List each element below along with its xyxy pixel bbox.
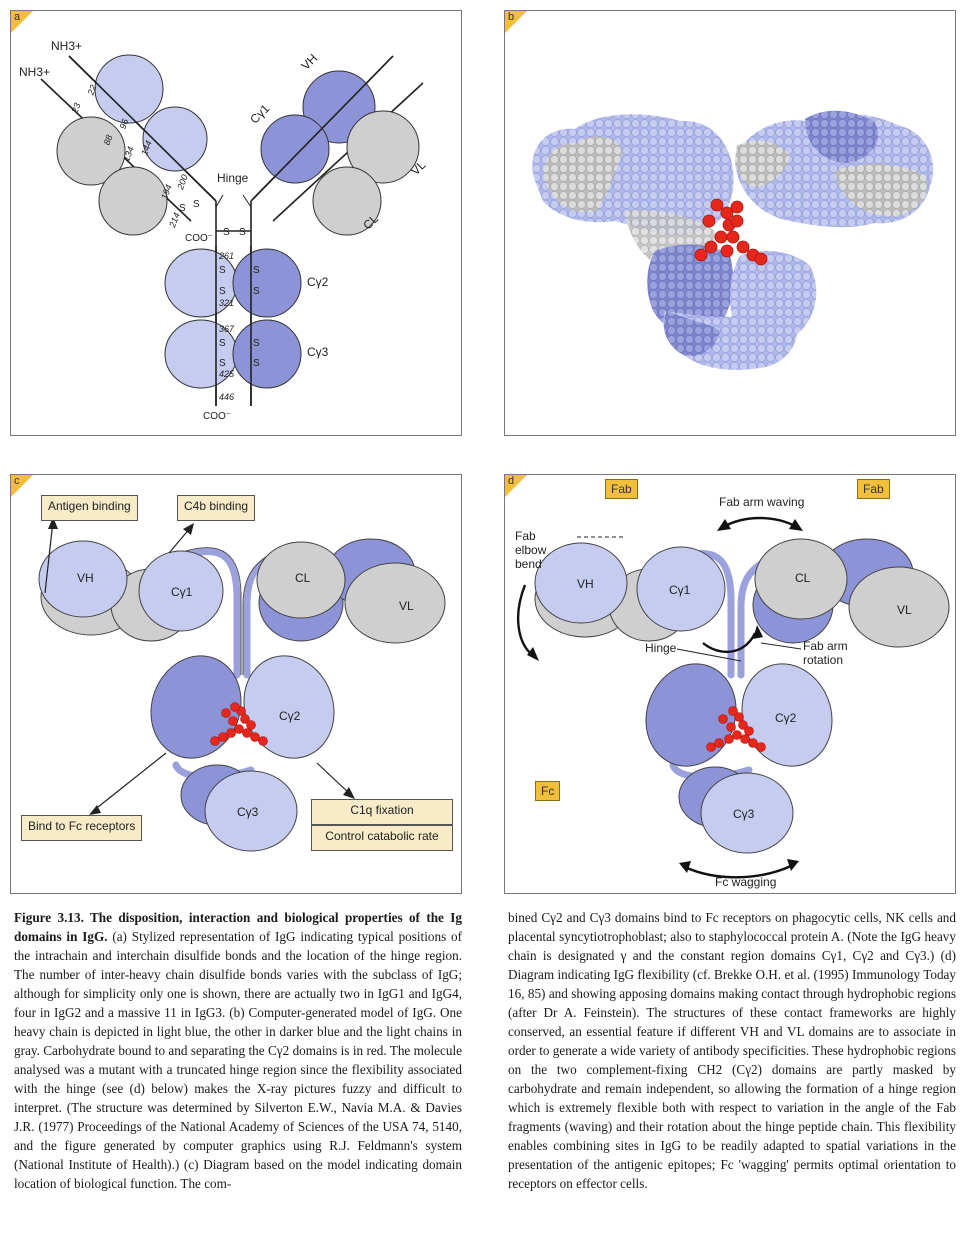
domain-label-cg3: Cγ3	[733, 807, 755, 821]
domain-label-vl: VL	[897, 603, 912, 617]
domain-label-cl: CL	[795, 571, 811, 585]
control-catabolic-rate-box: Control catabolic rate	[311, 825, 453, 851]
svg-text:S: S	[219, 338, 226, 349]
svg-text:S: S	[219, 265, 226, 276]
molecular-model	[532, 110, 934, 370]
fab-left-box: Fab	[605, 479, 638, 499]
label-coo-bottom: COO⁻	[203, 411, 232, 422]
label-hinge: Hinge	[217, 171, 249, 185]
residue-number: 321	[219, 298, 235, 308]
carbohydrate-dots	[706, 706, 766, 752]
domain-label-vl: VL	[399, 599, 414, 613]
domain-label-cl: CL	[295, 571, 311, 585]
caption-right-text: bined Cγ2 and Cγ3 domains bind to Fc rec…	[508, 910, 956, 1191]
fc-box: Fc	[535, 781, 561, 801]
panel-d: d	[504, 474, 956, 894]
fab-right-box: Fab	[857, 479, 890, 499]
residue-number: 261	[219, 251, 235, 261]
domain-label-vh: VH	[77, 571, 94, 585]
svg-text:S: S	[253, 358, 260, 369]
label-coo-upper: COO⁻	[185, 233, 214, 244]
fc-wagging-label: Fc wagging	[715, 875, 777, 889]
svg-text:S: S	[223, 227, 230, 238]
svg-text:S: S	[253, 265, 260, 276]
caption-right-column: bined Cγ2 and Cγ3 domains bind to Fc rec…	[508, 908, 956, 1193]
svg-text:S: S	[219, 286, 226, 297]
residue-number: 367	[219, 324, 235, 334]
fab-arm-waving-label: Fab arm waving	[719, 495, 805, 509]
label-nh3-top: NH3+	[51, 39, 83, 53]
domain-label-cg2: Cγ2	[279, 709, 301, 723]
fab-elbow-bend-label: Fab elbow bend	[515, 529, 547, 571]
label-cg3: Cγ3	[307, 345, 329, 359]
hinge-label: Hinge	[645, 641, 677, 655]
label-cg2: Cγ2	[307, 275, 329, 289]
domain-label-vh: VH	[577, 577, 594, 591]
svg-text:S: S	[219, 358, 226, 369]
fab-arm-rotation-label: Fab arm rotation	[803, 639, 848, 667]
c4b-binding-box: C4b binding	[177, 495, 256, 521]
panel-a: a	[10, 10, 462, 436]
caption-left-text: (a) Stylized representation of IgG indic…	[14, 929, 462, 1191]
domain-label-cg2: Cγ2	[775, 711, 797, 725]
bind-fc-receptors-box: Bind to Fc receptors	[21, 815, 143, 841]
caption-left-column: Figure 3.13. The disposition, interactio…	[14, 908, 462, 1193]
panel-c-diagram	[38, 517, 446, 852]
svg-text:S: S	[253, 338, 260, 349]
panel-c: c	[10, 474, 462, 894]
domain-label-cg1: Cγ1	[669, 583, 691, 597]
domain-label-cg3: Cγ3	[237, 805, 259, 819]
carbohydrate-atoms	[694, 198, 768, 266]
carbohydrate-dots	[210, 702, 268, 746]
svg-text:S: S	[253, 286, 260, 297]
residue-number: 446	[219, 392, 235, 402]
panel-b: b	[504, 10, 956, 436]
residue-number: 425	[219, 369, 235, 379]
svg-text:S: S	[239, 227, 246, 238]
svg-text:S: S	[179, 203, 186, 214]
antigen-binding-box: Antigen binding	[41, 495, 138, 521]
caption-title: Figure 3.13. The disposition, interactio…	[14, 910, 462, 944]
c1q-fixation-box: C1q fixation	[311, 799, 453, 825]
panel-d-diagram	[516, 516, 950, 879]
svg-text:S: S	[193, 199, 200, 210]
domain-label-cg1: Cγ1	[171, 585, 193, 599]
label-nh3-left: NH3+	[19, 65, 51, 79]
